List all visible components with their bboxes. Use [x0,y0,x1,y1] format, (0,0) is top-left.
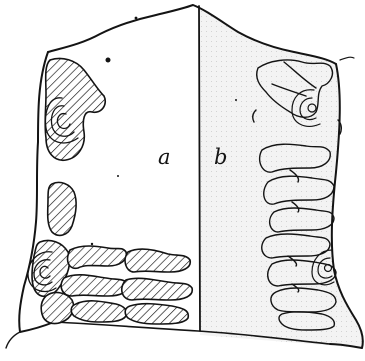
hatch-band-1-right [125,249,190,272]
hatch-band-3-right [125,304,188,324]
hatch-band-3-left [71,301,126,322]
speck-dot [135,17,138,20]
panel-label-b: b [214,145,227,169]
speck-dot [106,58,111,63]
divider-line [199,6,200,331]
speck-dot [91,243,93,245]
hatch-band-1-left [68,246,127,268]
panel-label-a: a [158,145,171,169]
hatch-region-hip [41,293,73,324]
hatch-band-2-right [122,278,193,300]
panel-a-hatched-regions [28,17,192,324]
hatch-band-2-left [61,275,128,296]
speck-dot [117,175,119,177]
speck-dot [235,99,237,101]
hatch-region-mid-flank [48,182,77,235]
